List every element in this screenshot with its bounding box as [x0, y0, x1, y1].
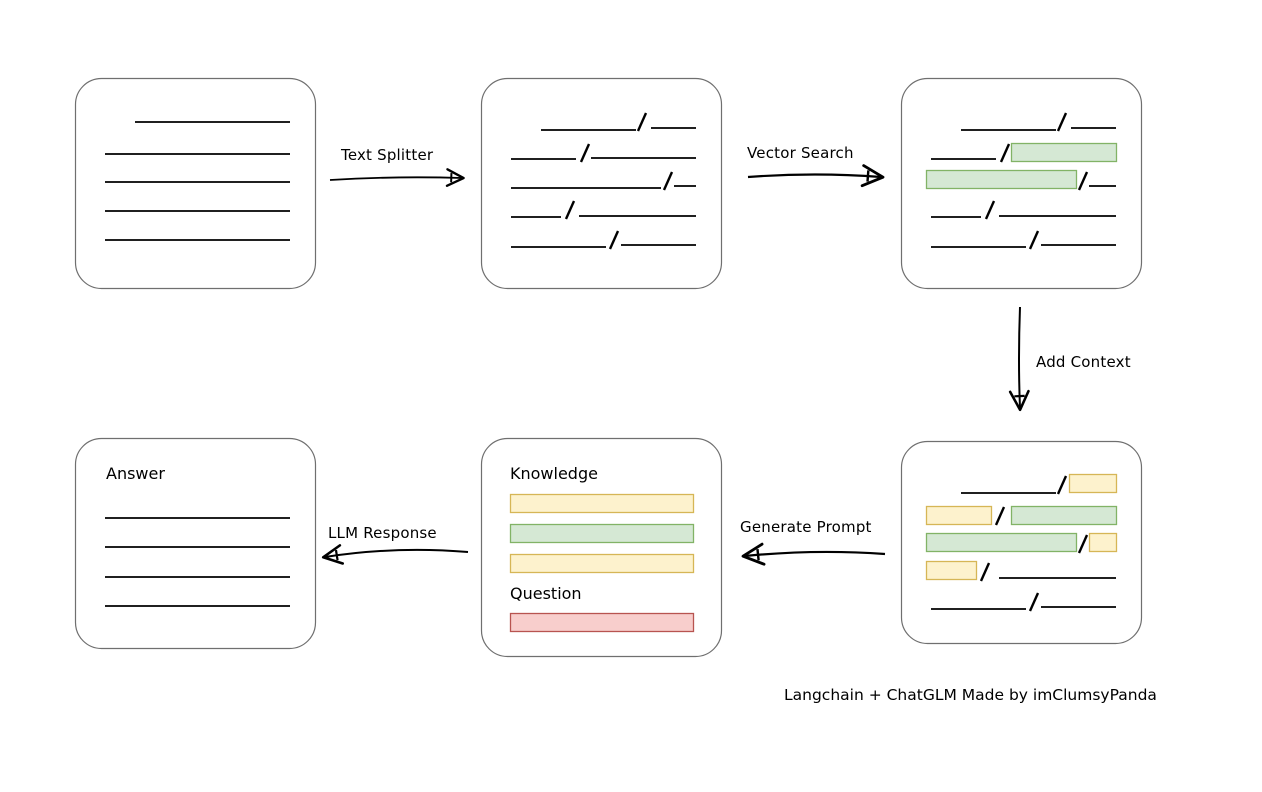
source-document-box[interactable] — [74, 77, 317, 290]
answer-box-title: Answer — [106, 464, 165, 483]
matched-document-lines — [925, 112, 1118, 250]
split-document-lines — [511, 112, 696, 250]
slash-mark — [1056, 112, 1068, 132]
slash-mark — [984, 200, 996, 220]
highlight-chip-green — [1010, 142, 1118, 163]
slash-mark — [608, 230, 620, 250]
highlight-chip-yellow — [925, 560, 978, 581]
highlight-chip-green — [925, 169, 1078, 190]
knowledge-bar-yellow — [509, 553, 695, 574]
slash-mark — [1077, 171, 1089, 191]
source-document-frame — [74, 77, 317, 290]
highlight-chip-yellow — [1088, 532, 1118, 553]
split-document-frame — [480, 77, 723, 290]
question-heading: Question — [510, 584, 582, 603]
arrow-label-generate-prompt: Generate Prompt — [740, 518, 872, 536]
arrow-line — [321, 544, 469, 565]
slash-mark — [1056, 475, 1068, 495]
slash-mark — [579, 143, 591, 163]
arrow-vector-search — [747, 164, 885, 188]
slash-mark — [1028, 230, 1040, 250]
arrow-line — [747, 164, 885, 188]
slash-mark — [662, 171, 674, 191]
context-document-box[interactable] — [900, 440, 1143, 645]
arrow-line — [329, 168, 465, 187]
source-document-lines — [105, 121, 290, 241]
split-document-box[interactable] — [480, 77, 723, 290]
highlight-chip-yellow — [1068, 473, 1118, 494]
prompt-box[interactable] — [480, 437, 723, 658]
slash-mark — [979, 562, 991, 582]
arrow-add-context — [1008, 306, 1030, 412]
arrow-label-llm-response: LLM Response — [328, 524, 437, 542]
knowledge-bar-yellow — [509, 493, 695, 514]
knowledge-heading: Knowledge — [510, 464, 598, 483]
arrow-line — [741, 542, 886, 566]
answer-box-lines — [105, 517, 290, 607]
slash-mark — [1077, 534, 1089, 554]
highlight-chip-green — [1010, 505, 1118, 526]
prompt-box-frame — [480, 437, 723, 658]
slash-mark — [1028, 592, 1040, 612]
highlight-chip-green — [925, 532, 1078, 553]
slash-mark — [999, 143, 1011, 163]
question-bar-red — [509, 612, 695, 633]
knowledge-bar-green — [509, 523, 695, 544]
arrow-generate-prompt — [741, 542, 886, 566]
arrow-label-vector-search: Vector Search — [747, 144, 854, 162]
slash-mark — [564, 200, 576, 220]
arrow-llm-response — [321, 544, 469, 565]
prompt-box-bars — [509, 493, 695, 633]
diagram-caption: Langchain + ChatGLM Made by imClumsyPand… — [784, 686, 1157, 704]
arrow-text-splitter — [329, 168, 465, 187]
arrow-label-add-context: Add Context — [1036, 353, 1131, 371]
context-document-lines — [925, 473, 1118, 612]
highlight-chip-yellow — [925, 505, 993, 526]
matched-document-box[interactable] — [900, 77, 1143, 290]
answer-box[interactable] — [74, 437, 317, 650]
answer-box-frame — [74, 437, 317, 650]
slash-mark — [994, 506, 1006, 526]
arrow-line — [1008, 306, 1030, 412]
slash-mark — [636, 112, 648, 132]
arrow-label-text-splitter: Text Splitter — [341, 146, 434, 164]
